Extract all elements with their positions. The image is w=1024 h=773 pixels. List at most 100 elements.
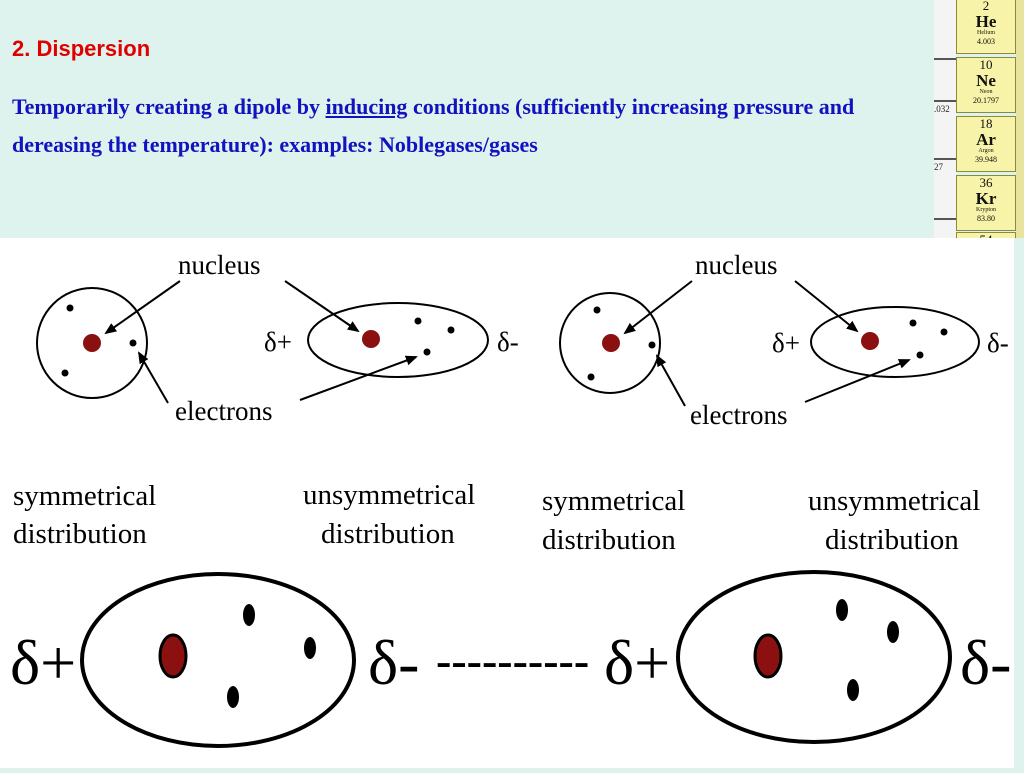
slide-heading: 2. Dispersion — [12, 36, 151, 61]
element-name: Helium — [977, 30, 995, 36]
symmetrical-atom-left — [36, 287, 148, 399]
element-cell-he: 2 He Helium 4.003 — [956, 0, 1016, 54]
element-number: 2 — [982, 0, 990, 13]
electron-dot — [129, 339, 137, 347]
unsymmetrical-atom-right — [810, 306, 980, 378]
periodic-table-edge — [1016, 0, 1024, 238]
element-mass: 39.948 — [975, 155, 997, 164]
electron-dot — [414, 317, 422, 325]
electron-dot — [916, 351, 924, 359]
caption-unsymmetrical-line1: unsymmetrical — [808, 485, 980, 517]
element-cell-xe-partial: 54 — [956, 232, 1016, 238]
table-tick — [934, 218, 956, 220]
delta-plus-label: δ+ — [772, 328, 800, 358]
electron-dot — [593, 306, 601, 314]
electrons-label: electrons — [175, 396, 272, 426]
element-symbol: Ne — [976, 71, 996, 90]
caption-symmetrical-line2: distribution — [542, 524, 676, 556]
caption-unsymmetrical-line2: distribution — [825, 524, 959, 556]
atom-outline — [559, 292, 661, 394]
caption-symmetrical-line1: symmetrical — [542, 485, 685, 517]
delta-minus-label: δ- — [497, 327, 519, 357]
element-number: 10 — [979, 57, 993, 72]
element-number: 36 — [979, 175, 993, 190]
arrow-to-nucleus — [623, 280, 693, 335]
element-name: Neon — [979, 89, 993, 95]
nucleus-label: nucleus — [695, 250, 777, 280]
nucleus-dot — [362, 330, 380, 348]
delta-plus-large: δ+ — [604, 627, 670, 698]
element-mass: 4.003 — [977, 37, 995, 46]
electron-dot — [587, 373, 595, 381]
dispersion-figure: δ+ δ- nucleus electrons symmetrical dist… — [0, 238, 1014, 768]
arrow-to-electron — [137, 351, 169, 404]
nucleus-dot — [861, 332, 879, 350]
periodic-table-left-strip — [934, 0, 956, 238]
electron-dot — [887, 621, 899, 643]
caption-unsymmetrical-line1: unsymmetrical — [303, 479, 475, 511]
table-tick — [934, 100, 956, 102]
electron-dot — [847, 679, 859, 701]
electron-dot — [243, 604, 255, 626]
element-name: Krypton — [976, 207, 996, 213]
side-mark: .032 — [934, 104, 950, 114]
dispersion-diagram: δ+ δ- nucleus electrons symmetrical dist… — [10, 250, 1011, 748]
caption-symmetrical-line2: distribution — [13, 518, 147, 550]
atom-outline — [80, 572, 356, 748]
atom-outline — [810, 306, 980, 378]
arrow-to-nucleus — [794, 280, 859, 333]
electron-dot — [648, 341, 656, 349]
nucleus-dot — [158, 633, 188, 679]
element-number: 54 — [957, 233, 1015, 239]
table-tick — [934, 158, 956, 160]
element-name: Argon — [978, 148, 994, 154]
delta-plus-label: δ+ — [264, 327, 292, 357]
side-mark: 27 — [934, 162, 943, 172]
electron-dot — [940, 328, 948, 336]
induced-dipole-left — [80, 572, 356, 748]
periodic-table-fragment: .032 27 2 He Helium 4.003 10 Ne Neon 20.… — [934, 0, 1024, 238]
electron-dot — [304, 637, 316, 659]
element-cell-ar: 18 Ar Argon 39.948 — [956, 116, 1016, 172]
arrow-to-electron — [804, 359, 911, 403]
element-symbol: Ar — [976, 130, 996, 149]
nucleus-dot — [602, 334, 620, 352]
arrow-to-electron — [656, 354, 686, 407]
electrons-label: electrons — [690, 400, 787, 430]
body-text-part1: Temporarily creating a dipole by — [12, 94, 326, 119]
element-mass: 20.1797 — [973, 96, 999, 105]
slide-body-text: Temporarily creating a dipole by inducin… — [12, 88, 912, 164]
electron-dot — [423, 348, 431, 356]
element-symbol: He — [975, 12, 997, 31]
delta-plus-large: δ+ — [10, 627, 76, 698]
body-text-underlined: inducing — [325, 94, 408, 119]
element-mass: 83.80 — [977, 214, 995, 223]
delta-minus-large: δ- — [368, 627, 419, 698]
atom-outline — [676, 570, 952, 744]
element-symbol: Kr — [975, 189, 997, 208]
electron-dot — [227, 686, 239, 708]
arrow-to-electron — [299, 355, 418, 401]
nucleus-dot — [83, 334, 101, 352]
electron-dot — [447, 326, 455, 334]
nucleus-label: nucleus — [178, 250, 260, 280]
electron-dot — [909, 319, 917, 327]
element-number: 18 — [979, 116, 993, 131]
slide-right-margin — [1014, 238, 1024, 768]
induced-dipole-right — [676, 570, 952, 744]
caption-unsymmetrical-line2: distribution — [321, 518, 455, 550]
table-tick — [934, 58, 956, 60]
arrow-to-nucleus — [284, 280, 360, 333]
element-cell-ne: 10 Ne Neon 20.1797 — [956, 57, 1016, 113]
nucleus-dot — [753, 633, 783, 679]
electron-dot — [66, 304, 74, 312]
arrow-to-nucleus — [104, 280, 181, 335]
electron-dot — [61, 369, 69, 377]
atom-outline — [36, 287, 148, 399]
dashed-attraction-line: ---------- — [436, 635, 589, 686]
electron-dot — [836, 599, 848, 621]
delta-minus-label: δ- — [987, 328, 1009, 358]
unsymmetrical-atom-left — [307, 302, 489, 378]
body-text-part2: conditions (sufficiently increasing pres… — [12, 94, 855, 157]
element-cell-kr: 36 Kr Krypton 83.80 — [956, 175, 1016, 231]
